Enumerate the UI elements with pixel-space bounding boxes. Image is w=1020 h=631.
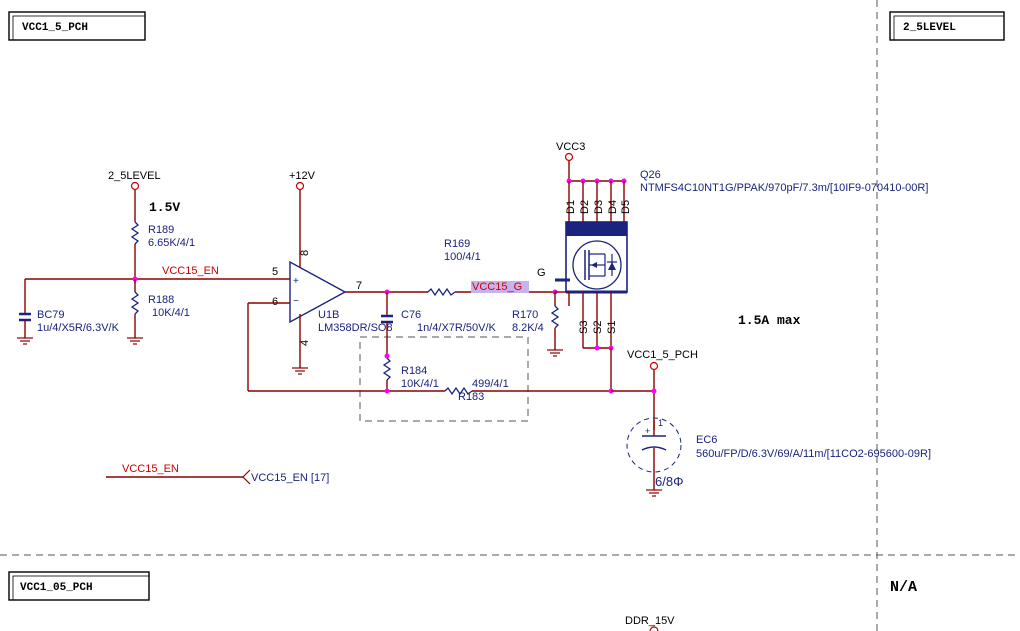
note-1-5v: 1.5V [149,200,180,215]
r189-ref: R189 [148,224,174,236]
pin-6: 6 [272,296,278,308]
r189-resistor [130,221,140,245]
power-plus12v: +12V [289,170,316,191]
ec6-pin1: 1 [658,418,663,428]
r170-value: 8.2K/4 [512,322,544,334]
c76-ref: C76 [401,309,421,321]
r188-ref: R188 [148,294,174,306]
net-vcc15-en: VCC15_EN [162,265,219,277]
svg-text:+12V: +12V [289,170,316,182]
svg-text:VCC3: VCC3 [556,141,585,153]
ec6-footprint: 6/8Φ [655,474,683,489]
r184-resistor [382,357,392,381]
ground-bc79 [17,337,33,345]
pin-8: 8 [299,250,311,256]
svg-text:2_5LEVEL: 2_5LEVEL [108,170,161,182]
title-vcc1-05-pch: VCC1_05_PCH [20,582,93,594]
pin-s3: S3 [578,321,590,334]
ground-ec6 [646,489,662,497]
title-na: N/A [890,579,917,596]
port-vcc15-en: VCC15_EN [17] [251,472,329,484]
r183-ref: R183 [458,391,484,403]
r184-ref: R184 [401,365,427,377]
bc79-capacitor [19,312,31,322]
opamp-minus: − [293,296,299,307]
r184-value: 10K/4/1 [401,378,439,390]
port-arrow [242,469,251,485]
pin-5: 5 [272,266,278,278]
title-box-2-5level: 2_5LEVEL [889,11,1005,41]
ground-opamp [292,367,308,375]
r169-resistor [427,287,456,297]
title-2-5level: 2_5LEVEL [903,22,956,34]
pin-d2: D2 [579,200,591,214]
title-box-vcc1-5-pch: VCC1_5_PCH [8,11,146,41]
r170-resistor [550,305,560,329]
title-box-vcc1-05-pch: VCC1_05_PCH [8,571,150,601]
q26-value: NTMFS4C10NT1G/PPAK/970pF/7.3m/[10IF9-070… [640,182,928,194]
opamp-plus: + [293,276,299,287]
power-ddr-15v: DDR_15V [625,615,675,627]
q26-mosfet [565,221,628,294]
pin-d1: D1 [565,200,577,214]
pin-4: 4 [299,340,311,346]
net-vcc15-g-highlight [471,281,529,293]
r183-value: 499/4/1 [472,378,509,390]
bc79-ref: BC79 [37,309,65,321]
r183-resistor [444,386,473,396]
r188-value: 10K/4/1 [152,307,190,319]
r170-ref: R170 [512,309,538,321]
power-2-5level: 2_5LEVEL [108,170,161,191]
svg-text:VCC1_5_PCH: VCC1_5_PCH [627,349,698,361]
bc79-value: 1u/4/X5R/6.3V/K [37,322,120,334]
ec6-value: 560u/FP/D/6.3V/69/A/11m/[11CO2-695600-09… [696,448,931,460]
ground-r170 [547,349,563,357]
power-vcc3: VCC3 [556,141,585,162]
ec6-capacitor [626,417,682,490]
r169-ref: R169 [444,238,470,250]
pin-d5: D5 [620,200,632,214]
q26-ref: Q26 [640,169,661,181]
title-vcc1-5-pch: VCC1_5_PCH [22,22,88,34]
r189-value: 6.65K/4/1 [148,237,195,249]
pin-d4: D4 [607,200,619,214]
r188-resistor [130,291,140,315]
net-vcc15-g: VCC15_G [472,281,522,293]
u1b-value: LM358DR/SO8 [318,322,393,334]
pin-s2: S2 [592,321,604,334]
ec6-plus: + [645,426,650,436]
pin-gate: G [537,267,546,279]
pin-7: 7 [356,280,362,292]
feedback-group-box [359,336,529,422]
c76-value: 1n/4/X7R/50V/K [417,322,497,334]
u1b-opamp [289,260,347,324]
ec6-ref: EC6 [696,434,717,446]
u1b-ref: U1B [318,309,339,321]
pin-d3: D3 [593,200,605,214]
net-vcc15-en-left: VCC15_EN [122,463,179,475]
note-current: 1.5A max [738,313,801,328]
pin-s1: S1 [606,321,618,334]
c76-capacitor [381,314,393,324]
ground-r188 [127,337,143,345]
power-vcc1-5-pch: VCC1_5_PCH [627,349,698,371]
r169-value: 100/4/1 [444,251,481,263]
